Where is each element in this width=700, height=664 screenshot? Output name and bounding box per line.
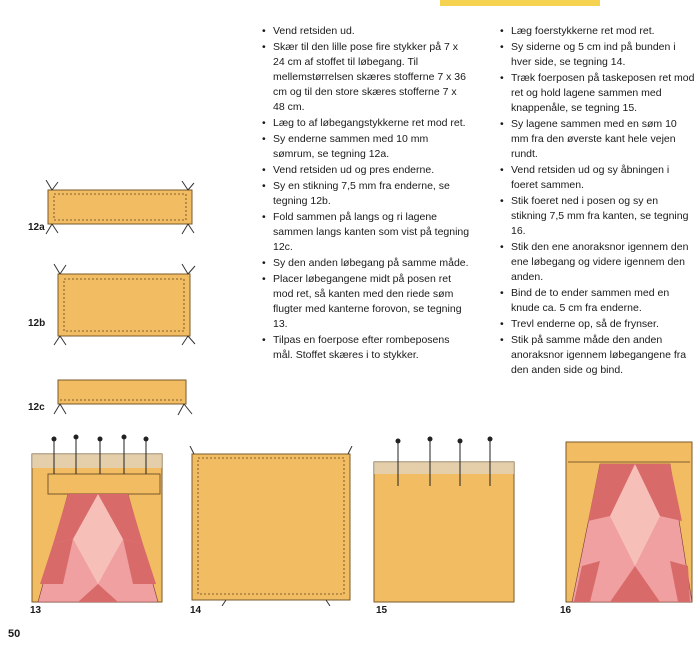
instruction-item: Sy den anden løbegang på samme måde. [262, 256, 470, 271]
top-color-bar [0, 0, 700, 8]
top-accent-strip [440, 0, 600, 6]
figure-14 [186, 446, 356, 606]
instruction-item: Placer løbegangene midt på posen ret mod… [262, 272, 470, 332]
instruction-item: Fold sammen på langs og ri lagene sammen… [262, 210, 470, 255]
figure-12b [50, 262, 200, 346]
instruction-item: Vend retsiden ud. [262, 24, 470, 39]
page-number: 50 [8, 628, 21, 640]
instructions-column-right: Læg foerstykkerne ret mod ret.Sy siderne… [500, 24, 696, 379]
figure-label-14: 14 [190, 605, 202, 616]
instruction-item: Vend retsiden ud og sy åbningen i foeret… [500, 163, 696, 193]
figure-12c [50, 372, 200, 417]
figure-label-13: 13 [30, 605, 42, 616]
instruction-item: Trevl enderne op, så de frynser. [500, 317, 696, 332]
instruction-item: Træk foerposen på taskeposen ret mod ret… [500, 71, 696, 116]
instruction-item: Bind de to ender sammen med en knude ca.… [500, 286, 696, 316]
instruction-item: Stik den ene anoraksnor igennem den ene … [500, 240, 696, 285]
instruction-item: Læg to af løbegangstykkerne ret mod ret. [262, 116, 470, 131]
instruction-item: Sy en stikning 7,5 mm fra enderne, se te… [262, 179, 470, 209]
figure-label-12c: 12c [28, 402, 45, 413]
instructions-column-left: Vend retsiden ud.Skær til den lille pose… [262, 24, 470, 364]
instruction-item: Skær til den lille pose fire stykker på … [262, 40, 470, 115]
instruction-item: Stik foeret ned i posen og sy en stiknin… [500, 194, 696, 239]
instruction-list-left: Vend retsiden ud.Skær til den lille pose… [262, 24, 470, 363]
instruction-item: Sy siderne og 5 cm ind på bunden i hver … [500, 40, 696, 70]
figure-16 [560, 436, 698, 606]
figure-label-12a: 12a [28, 222, 45, 233]
instruction-list-right: Læg foerstykkerne ret mod ret.Sy siderne… [500, 24, 696, 378]
figure-label-16: 16 [560, 605, 572, 616]
figure-label-15: 15 [376, 605, 388, 616]
figure-label-12b: 12b [28, 318, 46, 329]
figure-12a [40, 180, 200, 235]
instruction-item: Vend retsiden ud og pres enderne. [262, 163, 470, 178]
instruction-item: Læg foerstykkerne ret mod ret. [500, 24, 696, 39]
instruction-item: Tilpas en foerpose efter rombeposens mål… [262, 333, 470, 363]
instruction-item: Stik på samme måde den anden anoraksnor … [500, 333, 696, 378]
figure-13 [28, 434, 168, 606]
instruction-item: Sy enderne sammen med 10 mm sømrum, se t… [262, 132, 470, 162]
figure-15 [370, 434, 520, 606]
instruction-item: Sy lagene sammen med en søm 10 mm fra de… [500, 117, 696, 162]
